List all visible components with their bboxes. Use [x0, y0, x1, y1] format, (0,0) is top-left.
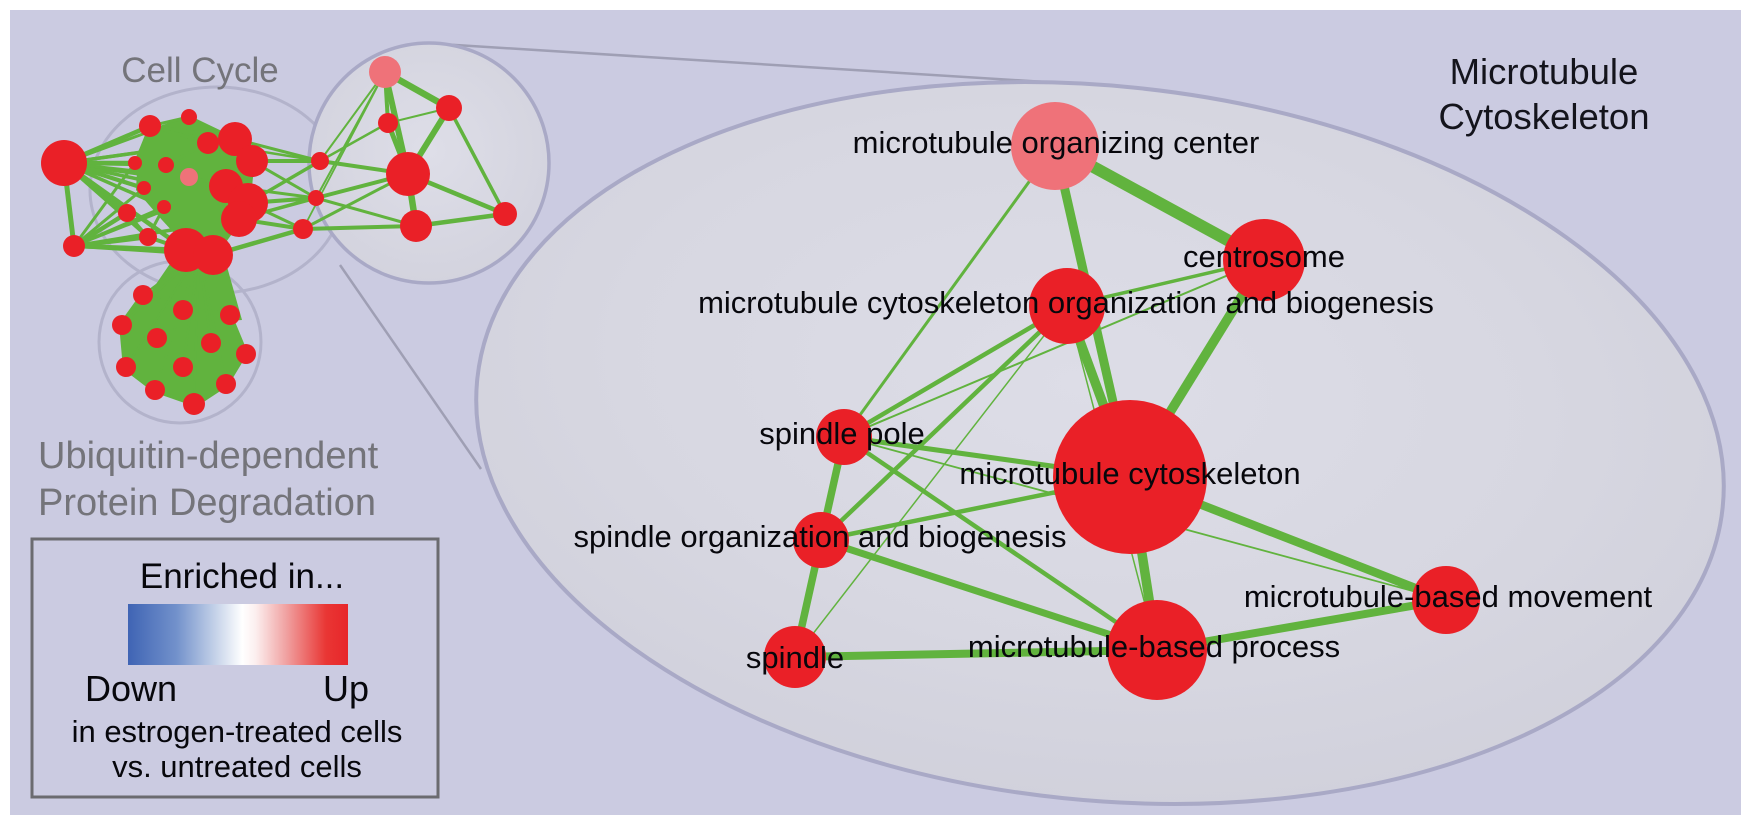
svg-text:Enriched in...: Enriched in... — [140, 557, 344, 596]
svg-text:microtubule cytoskeleton: microtubule cytoskeleton — [959, 456, 1300, 491]
svg-text:in estrogen-treated cells: in estrogen-treated cells — [72, 714, 403, 749]
svg-text:centrosome: centrosome — [1183, 239, 1345, 274]
svg-text:microtubule-based process: microtubule-based process — [968, 629, 1340, 664]
svg-text:microtubule organizing center: microtubule organizing center — [853, 125, 1260, 160]
svg-text:Cell Cycle: Cell Cycle — [121, 51, 279, 90]
svg-text:spindle organization and bioge: spindle organization and biogenesis — [574, 519, 1067, 554]
svg-text:Cytoskeleton: Cytoskeleton — [1439, 96, 1650, 137]
svg-text:Ubiquitin-dependent: Ubiquitin-dependent — [38, 435, 379, 477]
svg-text:spindle pole: spindle pole — [759, 416, 924, 451]
svg-text:spindle: spindle — [746, 640, 844, 675]
svg-text:Protein Degradation: Protein Degradation — [38, 482, 376, 524]
svg-text:vs. untreated cells: vs. untreated cells — [112, 749, 362, 784]
svg-text:Up: Up — [323, 668, 369, 709]
svg-text:Microtubule: Microtubule — [1450, 51, 1639, 92]
svg-text:microtubule cytoskeleton organ: microtubule cytoskeleton organization an… — [698, 285, 1434, 320]
svg-text:Down: Down — [85, 668, 177, 709]
svg-text:microtubule-based movement: microtubule-based movement — [1244, 579, 1653, 614]
